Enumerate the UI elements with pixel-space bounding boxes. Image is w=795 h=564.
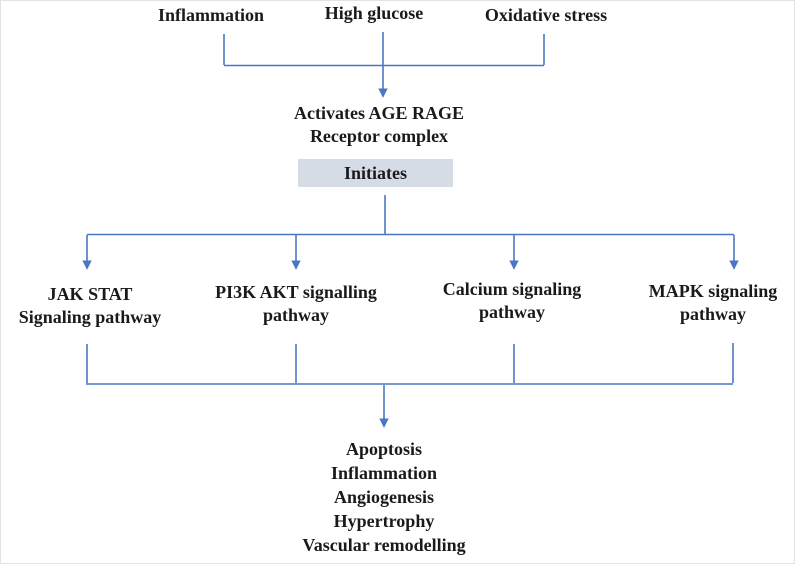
pathway-label-pi3k-akt: PI3K AKT signalling pathway (215, 281, 377, 327)
receptor-complex-label: Activates AGE RAGE Receptor complex (294, 102, 464, 148)
pathway-calcium-line2: pathway (478, 302, 545, 322)
pathway-jak-stat-line1: JAK STAT (47, 284, 133, 304)
pathway-jak-stat-line2: Signaling pathway (18, 307, 162, 327)
factor-label-high-glucose: High glucose (324, 3, 424, 23)
pathway-label-mapk: MAPK signaling pathway (649, 280, 778, 326)
pathway-mapk-line2: pathway (679, 304, 747, 324)
pathway-pi3k-akt-line2: pathway (262, 305, 329, 325)
pathway-pi3k-akt-line1: PI3K AKT signalling (215, 282, 377, 302)
pathway-calcium-line1: Calcium signaling (442, 279, 582, 299)
factor-label-inflammation: Inflammation (157, 5, 265, 25)
receptor-complex-line2: Receptor complex (309, 126, 449, 146)
outcome-angiogenesis: Angiogenesis (333, 487, 434, 507)
receptor-complex-line1: Activates AGE RAGE (294, 103, 464, 123)
pathway-mapk-line1: MAPK signaling (648, 281, 778, 301)
pathway-label-calcium: Calcium signaling pathway (443, 278, 582, 324)
outcome-inflammation: Inflammation (330, 463, 437, 483)
factor-label-oxidative-stress: Oxidative stress (484, 5, 608, 25)
pathway-label-jak-stat: JAK STAT Signaling pathway (19, 283, 162, 329)
outcome-vascular-remodelling: Vascular remodelling (302, 535, 466, 555)
initiates-box: Initiates (298, 159, 453, 187)
outcome-hypertrophy: Hypertrophy (333, 511, 435, 531)
outcomes-list: Apoptosis Inflammation Angiogenesis Hype… (302, 437, 465, 557)
outcome-apoptosis: Apoptosis (345, 439, 423, 459)
